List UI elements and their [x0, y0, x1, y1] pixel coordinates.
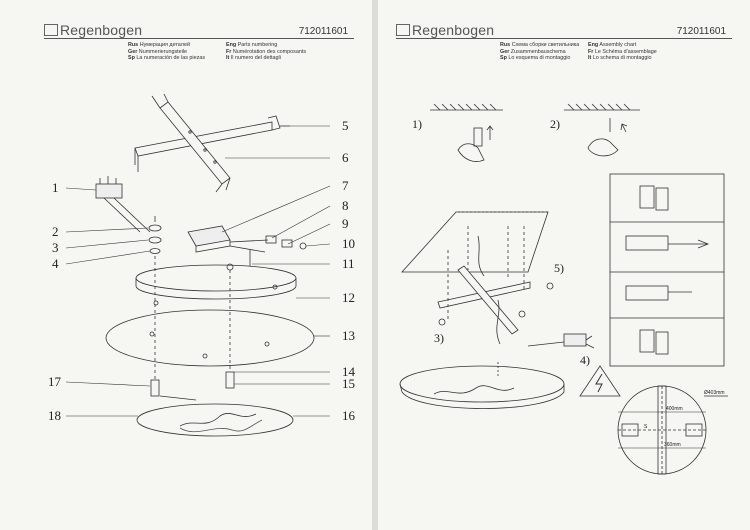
- part-number-14: 14: [342, 364, 356, 379]
- leader-lines: [65, 125, 331, 417]
- diameter-label: Ø403mm: [704, 390, 725, 396]
- language-block-1: Rus Нумерация деталей Ger Nummerierungst…: [128, 42, 206, 62]
- part-number-11: 11: [342, 256, 355, 271]
- assembly-chart-page: Regenbogen 712011601 Rus Схема сборки св…: [378, 0, 750, 530]
- lamp-assembled-drawing: [399, 362, 565, 409]
- part-number-labels: 1 2 3 4 5 6 7 8 9 10 11 12 13 14 15 16 1…: [48, 118, 356, 423]
- part-number-18: 18: [48, 408, 61, 423]
- parts-numbering-page: Regenbogen 712011601 Rus Нумерация детал…: [0, 0, 372, 530]
- part-number-4: 4: [52, 256, 59, 271]
- language-block-2: Eng Parts numbering Fr Numérotation des …: [226, 42, 307, 62]
- logo-icon: [44, 24, 58, 36]
- base-plate-drawing: [135, 263, 297, 306]
- electric-hazard-icon: [579, 365, 621, 397]
- part-number-16: 16: [342, 408, 356, 423]
- assembly-diagram: 1) 2) 3) 4) 5) Ø403mm 400mm 360mm S: [399, 103, 728, 475]
- language-block-1: Rus Схема сборки светильника Ger Zusamme…: [500, 42, 580, 62]
- spacers-drawing: [150, 371, 235, 401]
- terminal-block-drawing: [95, 176, 151, 233]
- part-number-5: 5: [342, 118, 349, 133]
- part-number-15: 15: [342, 376, 355, 391]
- brand-name: Regenbogen: [60, 22, 143, 38]
- part-number-1: 1: [52, 180, 59, 195]
- product-code: 712011601: [676, 26, 726, 37]
- step-5-wiring-drawing: [527, 282, 595, 349]
- logo-icon: [396, 24, 410, 36]
- mounting-dimension-drawing: [617, 385, 728, 475]
- step-label-3: 3): [434, 331, 444, 345]
- brand-name: Regenbogen: [412, 22, 495, 38]
- product-code: 712011601: [298, 26, 348, 37]
- part-number-8: 8: [342, 198, 349, 213]
- language-block-2: Eng Assembly chart Fr Le Schéma d'assemb…: [588, 42, 657, 62]
- part-number-7: 7: [342, 178, 349, 193]
- part-number-3: 3: [52, 240, 59, 255]
- page-gutter: [372, 0, 378, 530]
- part-number-17: 17: [48, 374, 62, 389]
- part-number-6: 6: [342, 150, 349, 165]
- part-number-10: 10: [342, 236, 355, 251]
- driver-drawing: [187, 225, 269, 253]
- step-label-2: 2): [550, 117, 560, 131]
- exploded-parts-diagram: 1 2 3 4 5 6 7 8 9 10 11 12 13 14 15 16 1…: [48, 93, 356, 437]
- mounting-bar-drawing: [134, 93, 290, 193]
- part-number-12: 12: [342, 290, 355, 305]
- header-rule: [44, 38, 354, 39]
- brand-logo: Regenbogen: [396, 22, 494, 38]
- part-number-9: 9: [342, 216, 349, 231]
- brand-logo: Regenbogen: [44, 22, 142, 38]
- step-2-anchor-drawing: [564, 103, 640, 157]
- step-label-5: 5): [554, 261, 564, 275]
- width-360-label: 360mm: [664, 442, 681, 448]
- step-label-4: 4): [580, 353, 590, 367]
- part-number-13: 13: [342, 328, 355, 343]
- connection-detail-boxes: [609, 173, 725, 367]
- hole-label: S: [644, 424, 648, 430]
- width-400-label: 400mm: [666, 406, 683, 412]
- step-1-drilling-drawing: [430, 103, 503, 162]
- washers-drawing: [148, 216, 162, 254]
- diffuser-drawing: [105, 309, 315, 367]
- part-number-2: 2: [52, 224, 59, 239]
- step-3-mounting-drawing: [401, 211, 549, 345]
- step-labels: 1) 2) 3) 4) 5) Ø403mm 400mm 360mm S: [412, 117, 725, 448]
- connectors-drawing: [249, 235, 307, 270]
- step-label-1: 1): [412, 117, 422, 131]
- header-rule: [396, 38, 732, 39]
- decorative-plate-drawing: [136, 403, 294, 437]
- assembly-axes: [154, 256, 231, 380]
